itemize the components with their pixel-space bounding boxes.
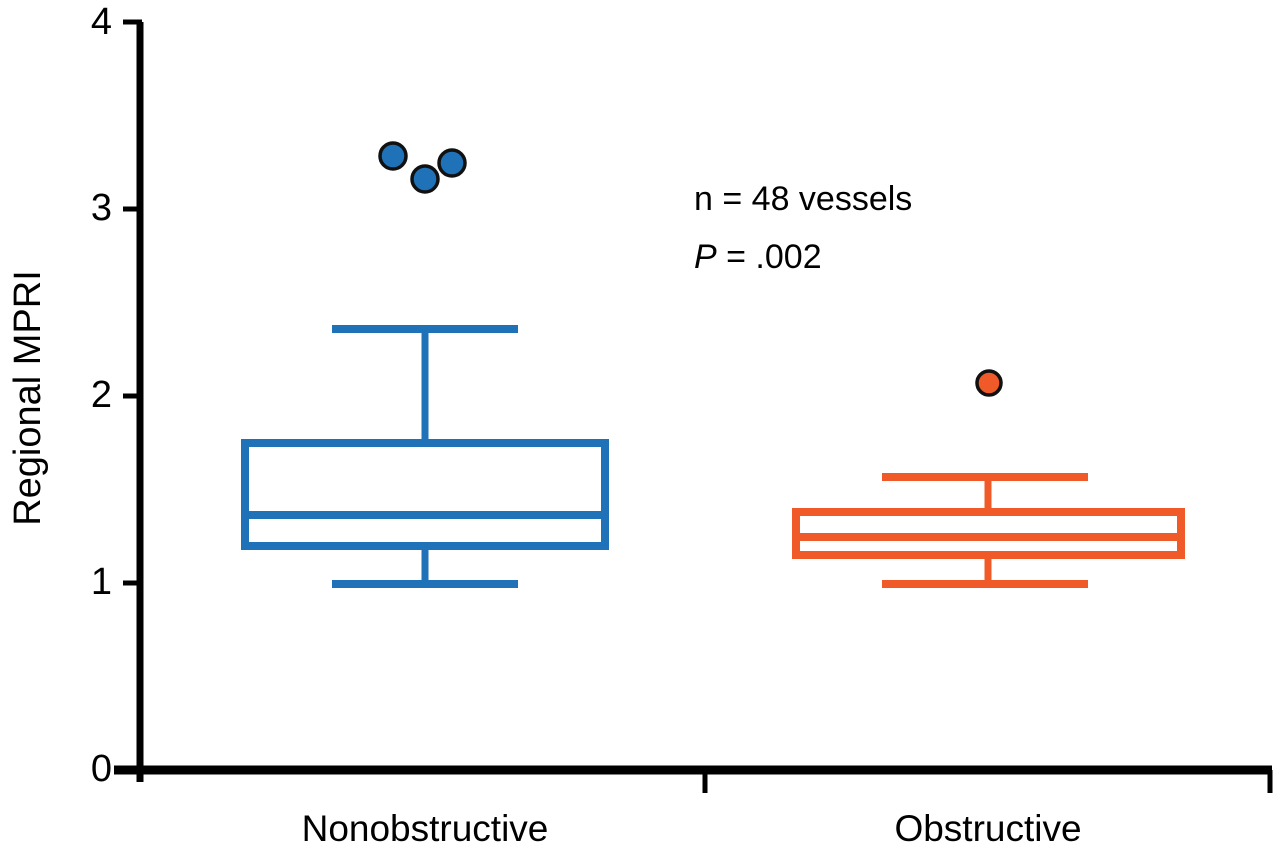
annotation-p-value: P = .002	[694, 238, 822, 276]
x-category-label-nonobstructive: Nonobstructive	[302, 808, 549, 849]
x-axis: Nonobstructive Obstructive	[114, 765, 1273, 849]
annotation-p-rest: = .002	[717, 238, 822, 276]
iqr-box-nonobstructive	[241, 439, 609, 550]
y-tick-label-1: 1	[91, 561, 112, 603]
outlier-point-obstructive-1	[975, 369, 1003, 397]
y-axis: 4 3 2 1 0 Regional MPRI	[7, 1, 144, 790]
x-category-label-obstructive: Obstructive	[894, 808, 1081, 849]
annotation-p-symbol: P	[694, 238, 717, 276]
outlier-point-nonobstructive-2	[410, 164, 440, 194]
y-tick-label-2: 2	[91, 374, 112, 416]
y-tick-label-0: 0	[91, 748, 112, 790]
annotation-sample-size: n = 48 vessels	[694, 180, 912, 218]
outlier-point-nonobstructive-1	[378, 141, 408, 171]
y-axis-title: Regional MPRI	[7, 270, 49, 526]
box-group-obstructive	[792, 369, 1185, 588]
y-tick-label-3: 3	[91, 187, 112, 229]
box-group-nonobstructive	[241, 141, 609, 588]
outlier-point-nonobstructive-3	[437, 148, 467, 178]
annotation-block: n = 48 vessels P = .002	[694, 180, 912, 276]
y-tick-label-4: 4	[91, 1, 112, 43]
